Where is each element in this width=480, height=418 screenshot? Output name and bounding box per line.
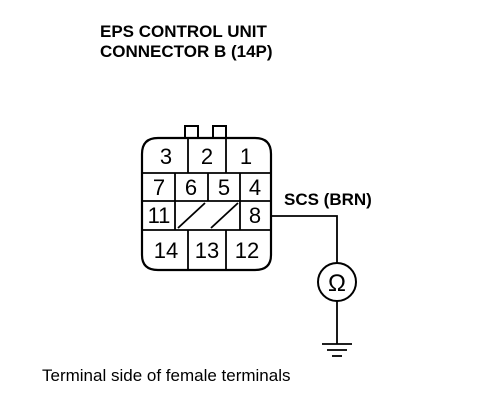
diagram-caption: Terminal side of female terminals (42, 366, 291, 385)
diagram-title: EPS CONTROL UNIT CONNECTOR B (14P) (100, 22, 273, 62)
title-line-2: CONNECTOR B (14P) (100, 42, 273, 61)
test-wire (271, 215, 338, 344)
ohmmeter-icon (317, 262, 357, 302)
terminal-13: 13 (195, 238, 219, 263)
ohm-symbol: Ω (328, 270, 346, 297)
connector-lock-tab-right (212, 125, 227, 138)
terminal-8: 8 (249, 203, 261, 228)
empty-cavity-slash-2 (210, 202, 239, 229)
terminal-11: 11 (148, 203, 171, 228)
terminal-6: 6 (185, 175, 197, 200)
terminal-1: 1 (240, 144, 252, 169)
connector-outline (140, 136, 273, 272)
terminal-4: 4 (249, 175, 261, 200)
title-line-1: EPS CONTROL UNIT (100, 22, 267, 41)
connector-grid (142, 138, 271, 270)
terminal-5: 5 (218, 175, 230, 200)
ground-icon (322, 343, 352, 357)
connector-body: 3 2 1 7 6 5 4 11 8 14 13 12 (140, 125, 273, 272)
terminal-14: 14 (154, 238, 178, 263)
terminal-7: 7 (153, 175, 165, 200)
terminal-2: 2 (201, 144, 213, 169)
terminal-3: 3 (160, 144, 172, 169)
terminal-12: 12 (235, 238, 259, 263)
empty-cavity-slash-1 (177, 202, 206, 229)
wire-label: SCS (BRN) (284, 190, 372, 209)
connector-lock-tab-left (184, 125, 199, 138)
